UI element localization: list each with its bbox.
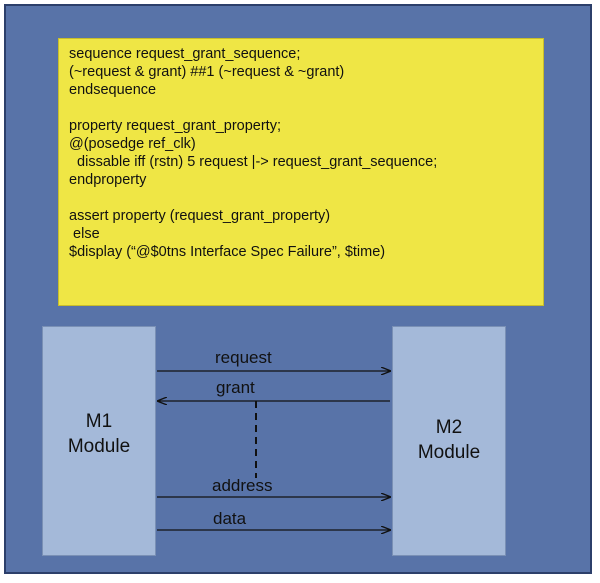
- assertion-code-box: sequence request_grant_sequence; (~reque…: [58, 38, 544, 306]
- code-line: @(posedge ref_clk): [69, 136, 196, 152]
- code-line: $display (“@$0tns Interface Spec Failure…: [69, 244, 386, 260]
- request-label: request: [215, 348, 272, 367]
- m2-name: M2: [435, 417, 463, 438]
- code-line: (~request & grant) ##1 (~request & ~gran…: [69, 64, 345, 80]
- m1-module-word: Module: [67, 436, 131, 457]
- data-label: data: [213, 509, 247, 528]
- address-label: address: [212, 476, 273, 495]
- grant-label: grant: [216, 378, 255, 397]
- m1-name: M1: [85, 411, 113, 432]
- m2-module-word: Module: [417, 442, 481, 463]
- code-line: sequence request_grant_sequence;: [69, 46, 301, 62]
- m2-module-box: M2 Module: [392, 326, 506, 556]
- m1-module-box: M1 Module: [42, 326, 156, 556]
- code-line: assert property (request_grant_property): [69, 208, 331, 224]
- m2-module-label: M2 Module: [393, 415, 505, 465]
- code-line: else: [69, 226, 100, 242]
- m1-module-label: M1 Module: [43, 409, 155, 459]
- code-line: dissable iff (rstn) 5 request |-> reques…: [69, 154, 438, 170]
- code-line: endproperty: [69, 172, 147, 188]
- code-line: property request_grant_property;: [69, 118, 281, 134]
- code-line: endsequence: [69, 82, 157, 98]
